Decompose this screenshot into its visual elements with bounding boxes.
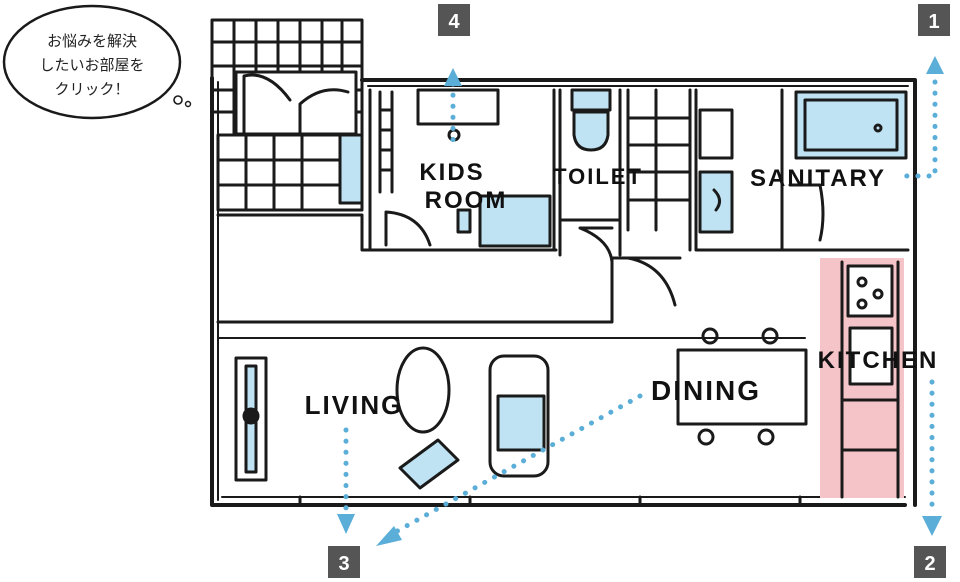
toilet-area — [558, 88, 622, 264]
kitchen-area — [820, 258, 904, 499]
marker-4[interactable]: 4 — [438, 4, 470, 36]
bubble-line-1: お悩みを解決 — [47, 32, 137, 50]
hallway-storage — [626, 88, 692, 307]
room-kitchen[interactable] — [820, 258, 904, 496]
label-kids-room-line2: ROOM — [425, 187, 508, 214]
label-sanitary: SANITARY — [750, 165, 886, 192]
room-sanitary[interactable] — [696, 90, 910, 248]
living-dining-furniture — [234, 327, 808, 490]
bubble-line-2: したいお部屋を — [39, 56, 144, 74]
arrow-line-1 — [897, 79, 938, 179]
label-toilet: TOILET — [553, 164, 643, 189]
balcony-area — [210, 18, 364, 137]
arrowhead-down-icon — [337, 514, 355, 534]
arrowhead-up-icon — [444, 68, 462, 86]
kids-room-area — [368, 88, 556, 252]
marker-3-label: 3 — [338, 553, 349, 575]
sanitary-area — [694, 88, 910, 252]
marker-1[interactable]: 1 — [918, 4, 950, 36]
label-living: LIVING — [305, 390, 404, 420]
arrowhead-up-icon — [926, 56, 944, 74]
instruction-bubble: お悩みを解決 したいお部屋を クリック！ — [2, 4, 192, 120]
arrow-heads — [337, 56, 944, 546]
bubble-line-3: クリック！ — [54, 80, 129, 98]
marker-2[interactable]: 2 — [914, 546, 946, 578]
marker-4-label: 4 — [448, 11, 460, 33]
entrance-area — [216, 133, 364, 212]
label-kids-room-line1: KIDS — [419, 159, 484, 186]
marker-1-label: 1 — [928, 11, 939, 33]
label-dining: DINING — [651, 375, 761, 406]
label-kitchen: KITCHEN — [818, 347, 939, 374]
marker-3[interactable]: 3 — [328, 546, 360, 578]
room-living-dining[interactable] — [222, 340, 818, 496]
room-kids-room[interactable] — [372, 90, 552, 248]
arrowhead-down-icon — [922, 516, 942, 536]
route-arrows — [343, 79, 938, 537]
arrowhead-down-left-icon — [376, 526, 402, 546]
arrow-line-3b — [389, 393, 643, 537]
marker-2-label: 2 — [924, 553, 935, 575]
